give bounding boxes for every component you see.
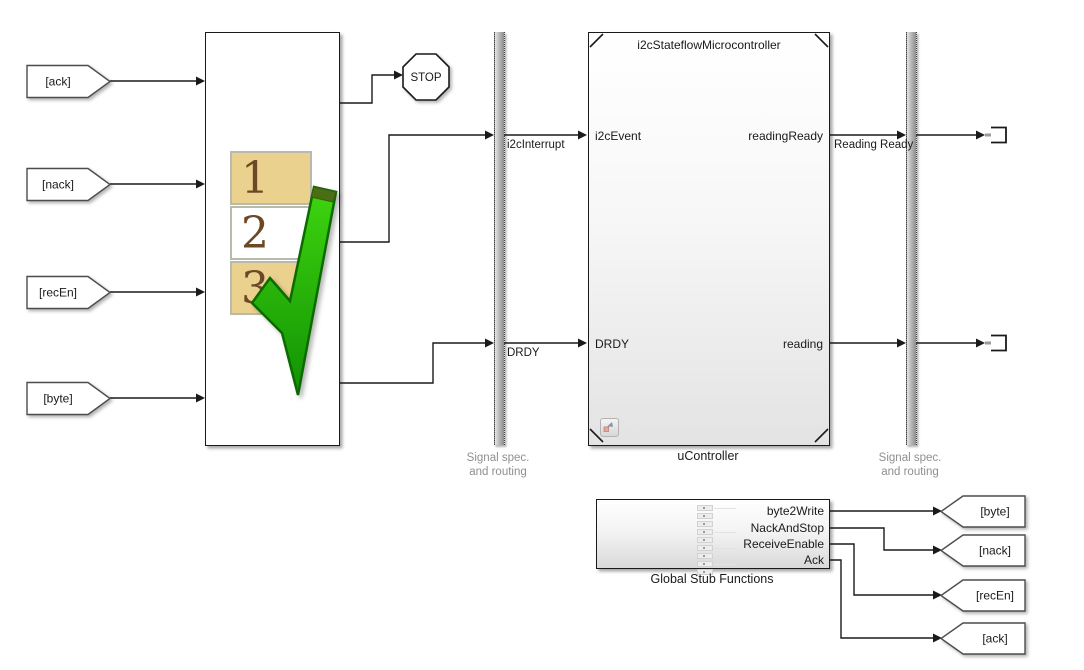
- signal-spec-label-right: Signal spec. and routing: [878, 452, 942, 478]
- goto-tag-ack[interactable]: [ack]: [939, 622, 1027, 656]
- port-receiveenable: ReceiveEnable: [743, 537, 824, 551]
- wire-nack[interactable]: [110, 179, 205, 189]
- wire-recen[interactable]: [110, 287, 205, 297]
- svg-text:[byte]: [byte]: [43, 392, 72, 406]
- stub-list-icon: [697, 505, 757, 577]
- label-i2cinterrupt: i2cInterrupt: [507, 139, 565, 151]
- wire-byte2write[interactable]: [829, 506, 942, 516]
- ucontroller-name: uController: [677, 449, 739, 463]
- port-nackandstop: NackAndStop: [750, 521, 824, 535]
- port-byte2write: byte2Write: [766, 504, 824, 518]
- signal-spec-bar-left[interactable]: [494, 32, 505, 445]
- model-badge-icon[interactable]: [600, 418, 619, 437]
- port-readingready: readingReady: [748, 129, 823, 143]
- chart-corner-marks: [589, 33, 829, 443]
- goto-tag-byte[interactable]: [byte]: [939, 495, 1027, 529]
- checkmark-icon: [250, 185, 338, 396]
- from-tag-recen[interactable]: [recEn]: [25, 275, 113, 310]
- port-i2cevent: i2cEvent: [595, 129, 642, 143]
- step-1: 1: [230, 151, 312, 205]
- svg-text:[ack]: [ack]: [45, 75, 70, 89]
- label-reading-ready: Reading Ready: [834, 139, 914, 151]
- signal-spec-bar-right[interactable]: [906, 32, 917, 445]
- ucontroller-chart-block[interactable]: i2cStateflowMicrocontroller i2cEvent DRD…: [588, 32, 830, 446]
- wire-byte[interactable]: [110, 393, 205, 403]
- label-drdy: DRDY: [507, 347, 540, 359]
- svg-text:[nack]: [nack]: [42, 178, 74, 192]
- stop-block[interactable]: STOP: [399, 51, 453, 105]
- bus-element-out-icon: [991, 126, 1007, 144]
- svg-text:[recEn]: [recEn]: [976, 589, 1014, 603]
- svg-text:STOP: STOP: [410, 72, 441, 84]
- global-stub-name: Global Stub Functions: [650, 572, 774, 586]
- port-ack: Ack: [803, 553, 824, 567]
- wire-receiveenable[interactable]: [829, 543, 942, 600]
- wire-stop[interactable]: [339, 70, 403, 104]
- goto-tag-nack[interactable]: [nack]: [939, 534, 1027, 568]
- test-sequence-block[interactable]: 1 2 3: [205, 32, 340, 446]
- svg-text:[byte]: [byte]: [980, 505, 1009, 519]
- wire-ack-out[interactable]: [829, 559, 942, 643]
- port-drdy: DRDY: [595, 337, 630, 351]
- wire-nackandstop[interactable]: [829, 527, 942, 555]
- bus-element-out-icon: [991, 334, 1007, 352]
- goto-tag-recen[interactable]: [recEn]: [939, 579, 1027, 613]
- from-tag-nack[interactable]: [nack]: [25, 167, 113, 202]
- from-tag-ack[interactable]: [ack]: [25, 64, 113, 99]
- wire-ack[interactable]: [110, 76, 205, 86]
- port-reading: reading: [782, 337, 823, 351]
- global-stub-functions-block[interactable]: byte2Write NackAndStop ReceiveEnable Ack: [596, 499, 830, 575]
- chart-title: i2cStateflowMicrocontroller: [637, 38, 781, 52]
- svg-text:[ack]: [ack]: [982, 632, 1007, 646]
- wire-reading[interactable]: [829, 334, 1007, 352]
- svg-text:[nack]: [nack]: [979, 544, 1011, 558]
- wire-drdy[interactable]: [339, 338, 587, 384]
- signal-spec-label-left: Signal spec. and routing: [466, 452, 530, 478]
- from-tag-byte[interactable]: [byte]: [25, 381, 113, 416]
- step-2: 2: [230, 206, 312, 260]
- svg-text:[recEn]: [recEn]: [39, 286, 77, 300]
